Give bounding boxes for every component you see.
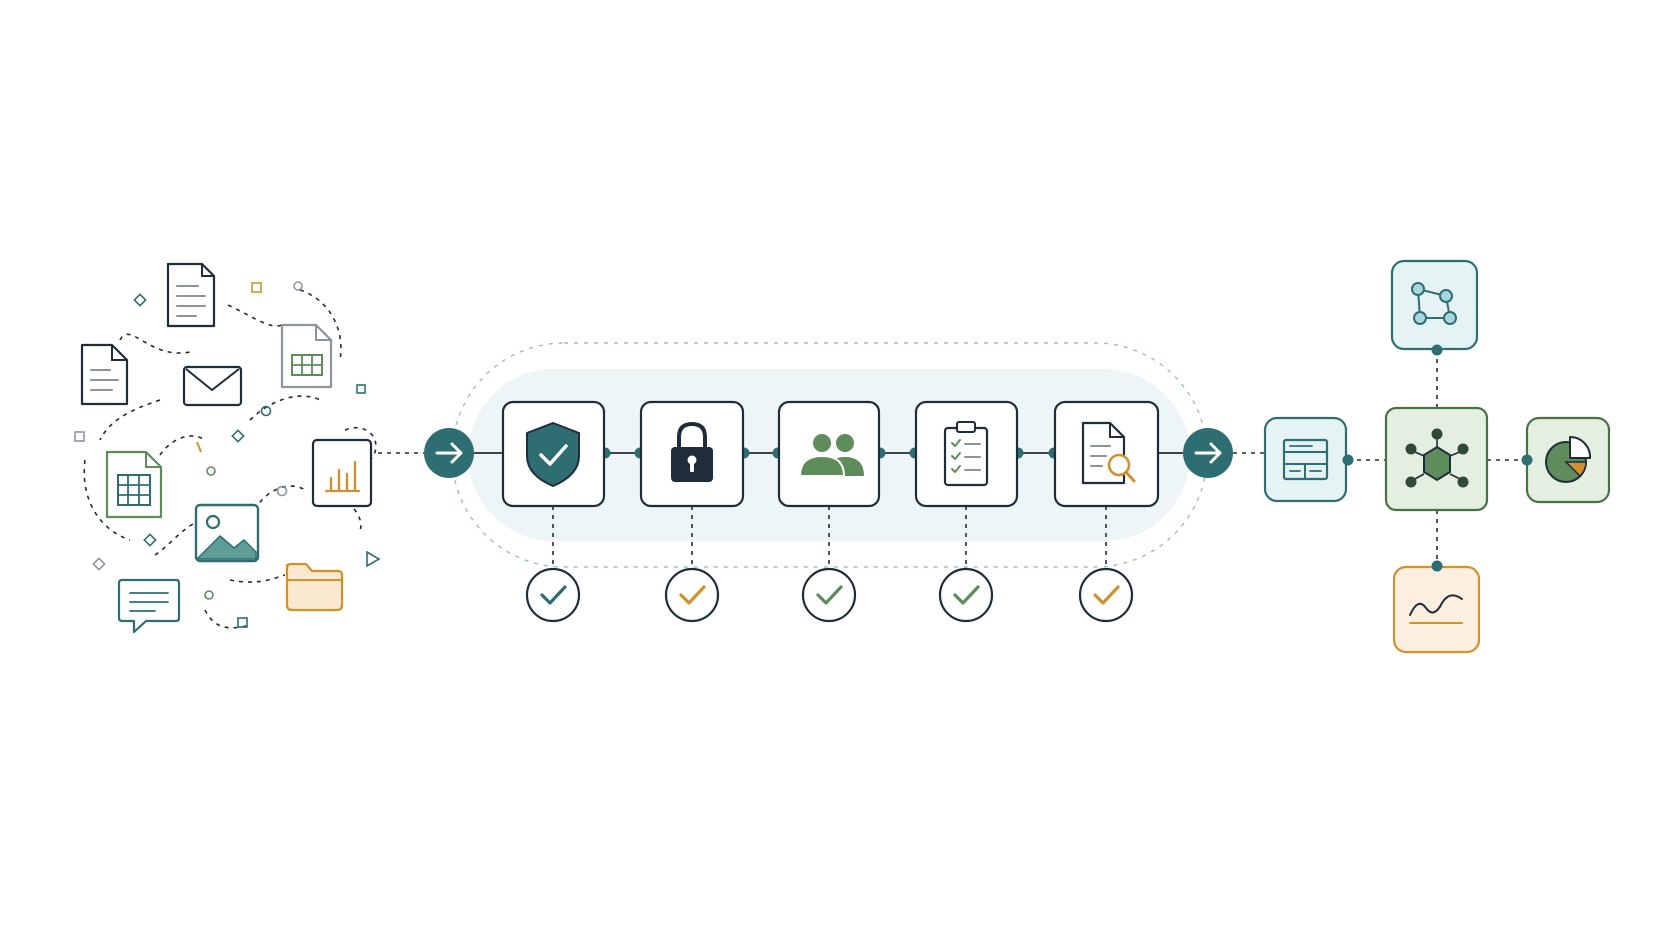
spreadsheet-icon xyxy=(105,450,163,519)
validation-checks xyxy=(525,567,1134,623)
spreadsheet-icon xyxy=(280,323,333,389)
checkmark-icon xyxy=(801,567,857,623)
source-connectors xyxy=(83,289,377,629)
step-boxes xyxy=(501,400,1160,508)
step-box xyxy=(777,400,881,508)
shield-check-icon xyxy=(526,422,580,487)
output-connector-dots xyxy=(1342,344,1533,572)
arrow-right-icon xyxy=(1183,428,1233,478)
checkmark-icon xyxy=(938,567,994,623)
output-connectors xyxy=(1348,350,1527,565)
document-icon xyxy=(80,343,129,406)
checkmark-icon xyxy=(1078,567,1134,623)
image-icon xyxy=(194,503,260,563)
lock-icon xyxy=(671,421,713,482)
line-trend-icon xyxy=(1392,565,1481,654)
arrow-right-icon xyxy=(424,428,474,478)
checkmark-icon xyxy=(664,567,720,623)
bar-chart-icon xyxy=(311,438,373,508)
network-hub-icon xyxy=(1384,406,1489,512)
validation-drops xyxy=(552,506,1107,568)
outputs-cluster xyxy=(1263,259,1611,654)
graph-nodes-icon xyxy=(1390,259,1479,351)
checkmark-icon xyxy=(525,567,581,623)
mail-icon xyxy=(182,365,243,407)
sources-cluster xyxy=(74,262,381,634)
users-icon xyxy=(798,432,864,477)
folder-icon xyxy=(285,562,344,612)
processing-pipeline xyxy=(378,342,1265,623)
document-search-icon xyxy=(1081,421,1136,485)
decorative-shapes xyxy=(74,281,381,628)
clipboard-checklist-icon xyxy=(943,421,989,487)
document-icon xyxy=(166,262,216,328)
table-layout-icon xyxy=(1263,416,1348,503)
pie-chart-icon xyxy=(1525,416,1611,504)
chat-bubble-icon xyxy=(117,578,181,634)
